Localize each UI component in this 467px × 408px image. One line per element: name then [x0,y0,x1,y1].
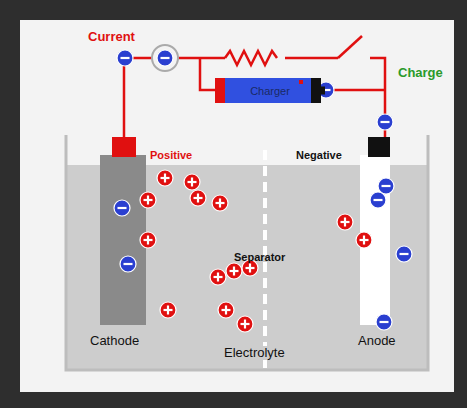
lithium-ion [356,232,372,248]
lithium-ion [190,190,206,206]
lithium-ion [218,302,234,318]
lithium-ion [140,232,156,248]
electron [370,192,386,208]
wires [124,36,385,140]
electron [157,50,173,66]
charger-battery: Charger [215,78,325,103]
lithium-ion [210,269,226,285]
separator-label: Separator [234,251,285,263]
lithium-ion [237,316,253,332]
electron [396,246,412,262]
panel [20,20,454,392]
electron [376,314,392,330]
lithium-ion [157,170,173,186]
node-text: Charger [250,85,290,97]
charge-label: Charge [398,66,443,80]
electron [120,256,136,272]
lithium-ion [337,214,353,230]
particles [114,50,412,332]
terminal-label: Negative [296,149,342,161]
current-indicator [152,45,178,71]
lithium-ion [212,195,228,211]
lithium-ion [140,192,156,208]
electron [378,178,394,194]
electron [114,200,130,216]
lithium-ion [184,174,200,190]
positive-terminal [112,137,136,157]
cathode-electrode [100,155,146,325]
current-label: Current [88,30,135,44]
part-label: Anode [358,334,396,348]
part-label: Electrolyte [224,346,285,360]
electron [117,50,133,66]
tank-wall [66,135,428,370]
electron [377,114,393,130]
terminal-label: Positive [150,149,192,161]
lithium-ion [226,263,242,279]
negative-terminal [368,137,390,157]
lithium-ion [160,302,176,318]
part-label: Cathode [90,334,139,348]
